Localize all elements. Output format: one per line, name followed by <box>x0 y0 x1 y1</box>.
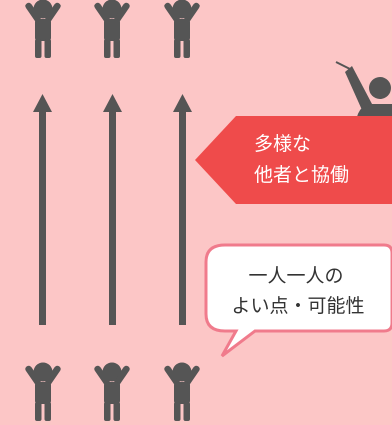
person-arms-raised-icon <box>25 0 61 58</box>
bubble-line-2: よい点・可能性 <box>231 295 364 317</box>
person-arms-raised-icon <box>94 362 130 421</box>
bottom-figures <box>25 362 200 421</box>
banner-line-2: 他者と協働 <box>254 164 349 186</box>
person-arms-raised-icon <box>164 0 200 58</box>
person-arms-raised-icon <box>25 362 61 421</box>
diverse-collaboration-banner: 多様な 他者と協働 <box>195 116 392 204</box>
arrow-3 <box>173 94 192 325</box>
person-arms-raised-icon <box>94 0 130 58</box>
arrow-1 <box>33 94 52 325</box>
strengths-speech-bubble: 一人一人の よい点・可能性 <box>204 243 392 358</box>
top-figures <box>25 0 200 58</box>
person-arms-raised-icon <box>164 362 200 421</box>
arrow-2 <box>103 94 122 325</box>
bubble-line-1: 一人一人の <box>248 265 343 287</box>
growth-arrows <box>33 94 192 325</box>
banner-line-1: 多様な <box>254 133 311 155</box>
